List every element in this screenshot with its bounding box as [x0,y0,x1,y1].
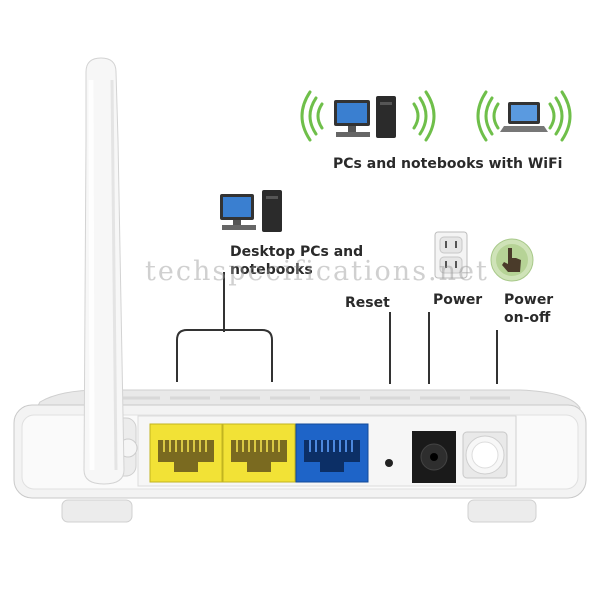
desktop-bracket-stem [223,272,225,332]
wall-outlet-icon [434,231,468,279]
power-button [462,431,508,479]
reset-label: Reset [345,295,390,311]
power-label: Power [433,292,483,308]
power-onoff-callout-line [496,330,498,384]
power-callout-line [428,312,430,384]
hand-press-button-icon [490,238,534,282]
reset-pinhole [385,459,393,467]
power-onoff-label-line2: on-off [504,310,551,326]
lan-port-1 [149,423,223,483]
router-foot-left [61,499,133,523]
reset-callout-line [389,312,391,384]
wifi-desktop-pc-icon [300,90,436,142]
wifi-notebook-icon [476,90,572,142]
wired-desktop-pc-icon [220,190,282,232]
router-foot-right [467,499,537,523]
antenna [83,57,125,485]
wan-port [295,423,369,483]
lan-port-2 [222,423,296,483]
desktop-label-line2: notebooks [230,262,313,278]
wifi-clients-label: PCs and notebooks with WiFi [333,156,563,172]
power-jack [412,431,456,483]
desktop-label-line1: Desktop PCs and [230,244,364,260]
power-onoff-label-line1: Power [504,292,554,308]
